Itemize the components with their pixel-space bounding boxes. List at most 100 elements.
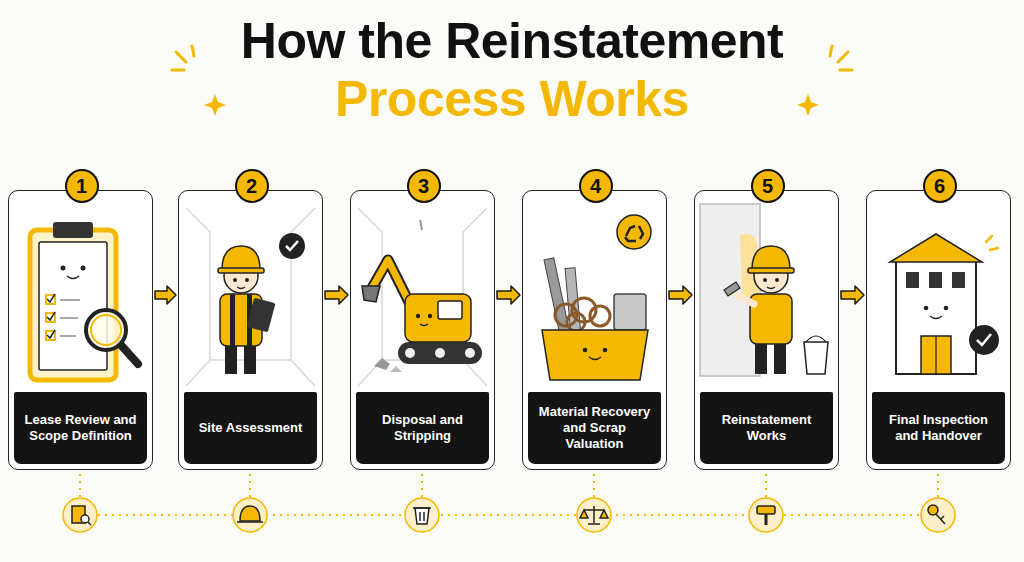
plasterer-illustration-part (748, 268, 794, 273)
step-number: 2 (246, 176, 257, 196)
scrap-bin-illustration (542, 215, 651, 380)
clipboard-illustration-part (46, 313, 55, 322)
step-icon-glyphs-part (419, 512, 421, 521)
clipboard-illustration-part (47, 330, 55, 338)
step-icon-glyphs-part (928, 505, 938, 515)
building-illustration-part (921, 336, 951, 374)
step-number-circle: 5 (751, 169, 785, 203)
step-icons-part (405, 498, 439, 532)
step-number-circle: 1 (65, 169, 99, 203)
step-number: 3 (418, 176, 429, 196)
sparkles-part (830, 46, 832, 56)
step-icon-glyphs (72, 505, 945, 525)
scrap-bin-illustration-part (542, 330, 648, 380)
inspector-illustration-part (245, 278, 249, 282)
excavator-illustration-part (416, 314, 420, 318)
plasterer-illustration-part (774, 340, 786, 374)
flow-arrow (325, 286, 348, 304)
plasterer-illustration-part (755, 340, 767, 374)
building-illustration-part (986, 236, 998, 250)
step-icons-part (921, 498, 955, 532)
excavator-illustration-part (390, 366, 402, 372)
step-icon-glyphs-part (413, 507, 431, 509)
building-illustration-part (930, 316, 942, 319)
excavator-illustration-part (374, 358, 390, 370)
step-icon-glyphs-part (423, 512, 425, 521)
step-icon-glyphs-part (765, 514, 768, 525)
step-icons-part (233, 498, 267, 532)
card-backgrounds-part (522, 190, 667, 470)
scrap-bin-illustration-part (589, 357, 601, 360)
building-illustration-part (990, 248, 998, 250)
clipboard-illustration (30, 222, 138, 380)
building-illustration-part (969, 325, 999, 355)
dotted-timeline-part (937, 474, 939, 497)
step-label: Reinstatement Works (700, 392, 833, 464)
excavator-illustration-part (420, 220, 422, 230)
flow-arrow (841, 286, 864, 304)
plasterer-illustration (700, 204, 828, 376)
inspector-illustration-part (246, 298, 275, 333)
step-number: 1 (76, 176, 87, 196)
building-illustration-part (952, 272, 965, 288)
step-icons-part (577, 498, 611, 532)
sparkles-part (172, 69, 184, 72)
scrap-bin-illustration-part (555, 298, 610, 331)
clipboard-illustration-part (60, 317, 78, 319)
excavator-illustration-part (465, 348, 475, 358)
clipboard-illustration-part (47, 294, 55, 302)
step-number: 6 (934, 176, 945, 196)
excavator-illustration-part (358, 208, 382, 386)
clipboard-illustration-part (46, 295, 55, 340)
clipboard-illustration-part (81, 266, 86, 271)
inspector-illustration-part (230, 294, 235, 346)
scrap-bin-illustration-part (590, 306, 610, 326)
excavator-illustration-part (405, 348, 415, 358)
excavator-illustration-part (438, 301, 462, 319)
step-label: Lease Review and Scope Definition (14, 392, 147, 464)
step-label: Final Inspection and Handover (872, 392, 1005, 464)
plasterer-illustration-part (734, 294, 754, 304)
excavator-illustration-part (362, 286, 380, 302)
card-backgrounds-part (8, 190, 153, 470)
plasterer-illustration-part (804, 342, 828, 374)
excavator-illustration-part (420, 324, 428, 326)
step-icon-glyphs-part (757, 506, 775, 514)
scrap-bin-illustration-part (639, 226, 643, 239)
step-icon-glyphs-part (580, 510, 588, 518)
building-illustration-part (929, 272, 942, 288)
scrap-bin-illustration-part (625, 237, 636, 241)
clipboard-illustration-part (67, 276, 79, 279)
step-number: 5 (762, 176, 773, 196)
scrap-bin-illustration-part (625, 226, 643, 241)
step-icon-glyphs-part (240, 506, 260, 521)
clipboard-illustration-part (60, 335, 76, 337)
inspector-illustration-part (279, 233, 305, 259)
step-icons-part (749, 498, 783, 532)
step-number-circle: 6 (923, 169, 957, 203)
sparkles-part (838, 52, 848, 62)
clipboard-illustration-part (46, 331, 55, 340)
flow-arrow (155, 286, 176, 304)
building-illustration (890, 234, 999, 374)
sparkles-part (204, 94, 226, 116)
inspector-illustration-part (237, 287, 245, 289)
excavator-illustration-part (435, 348, 445, 358)
scrap-bin-illustration-part (567, 313, 585, 331)
excavator-illustration-part (398, 342, 482, 364)
dotted-timeline-part (765, 474, 767, 497)
step-number-circle: 3 (407, 169, 441, 203)
clipboard-illustration-part (60, 299, 80, 301)
plasterer-illustration-part (767, 287, 775, 289)
flow-arrow (497, 286, 520, 304)
step-number-circle: 2 (235, 169, 269, 203)
sparkles-part (840, 69, 852, 72)
dotted-timeline-part (421, 474, 423, 497)
title: How the Reinstatement Process Works (202, 12, 822, 128)
scrap-bin-illustration-part (603, 348, 608, 353)
card-backgrounds-part (866, 190, 1011, 470)
step-icon-glyphs-part (593, 506, 595, 523)
step-label: Disposal and Stripping (356, 392, 489, 464)
clipboard-illustration-part (47, 294, 55, 338)
